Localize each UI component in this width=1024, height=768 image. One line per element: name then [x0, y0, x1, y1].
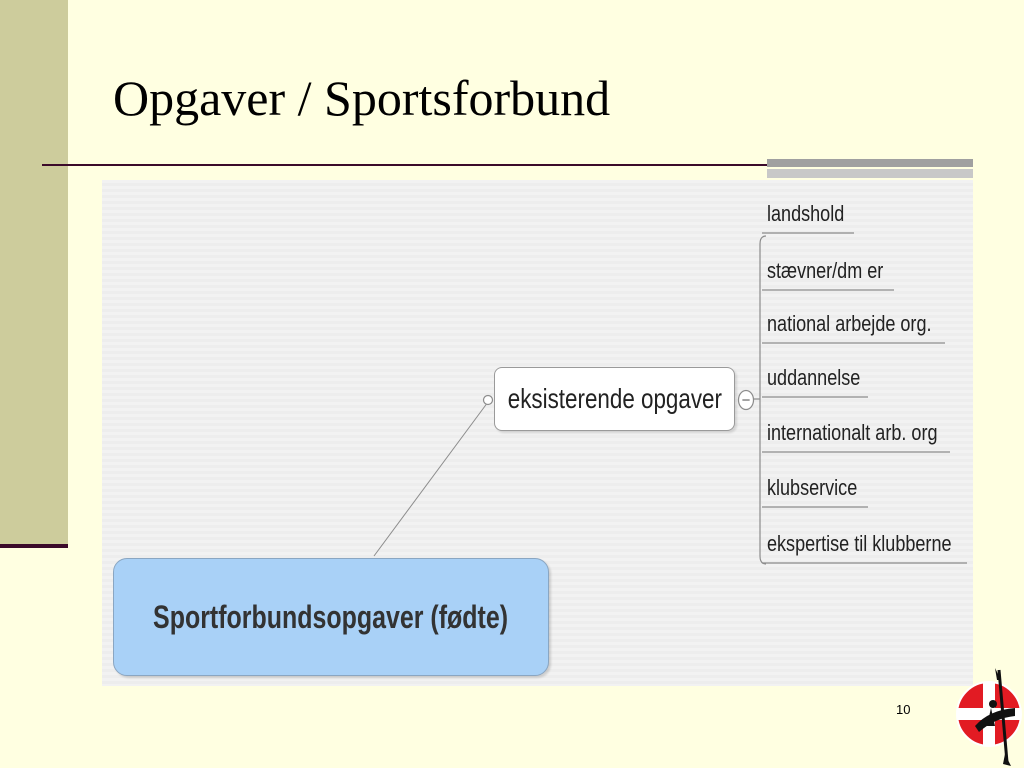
- leaf-uddannelse[interactable]: uddannelse: [767, 365, 861, 390]
- leaf-national-arbejde[interactable]: national arbejde org.: [767, 311, 932, 336]
- slide-title: Opgaver / Sportsforbund: [113, 70, 611, 126]
- root-branch-link: [373, 401, 489, 557]
- collapse-minus-icon: −: [742, 392, 751, 409]
- title-rule: [42, 164, 932, 166]
- title-rule-accent: [767, 159, 973, 178]
- leaf-internationalt[interactable]: internationalt arb. org: [767, 420, 938, 445]
- side-bar-decoration: [0, 0, 68, 546]
- leaf-landshold[interactable]: landshold: [767, 201, 845, 226]
- leaf-bracket: [759, 235, 767, 565]
- leaf-ekspertise[interactable]: ekspertise til klubberne: [767, 531, 952, 556]
- page-number: 10: [896, 702, 911, 717]
- leaf-underlines: [762, 232, 967, 564]
- branch-connector-left: [482, 394, 494, 406]
- leaf-klubservice[interactable]: klubservice: [767, 475, 858, 500]
- root-node-sports-federation[interactable]: Sportforbundsopgaver (fødte): [113, 558, 549, 676]
- root-node-label: Sportforbundsopgaver (fødte): [153, 598, 509, 635]
- branch-node-existing-tasks[interactable]: eksisterende opgaver: [494, 367, 735, 431]
- collapse-toggle[interactable]: −: [737, 389, 755, 411]
- side-bar-rule: [0, 544, 68, 548]
- branch-node-label: eksisterende opgaver: [507, 383, 722, 414]
- canoe-kayak-federation-logo: [956, 668, 1022, 766]
- mind-map-links: [373, 232, 967, 565]
- leaf-staevner[interactable]: stævner/dm er: [767, 258, 884, 283]
- mind-map: eksisterende opgaver − landshold stævner…: [102, 180, 973, 686]
